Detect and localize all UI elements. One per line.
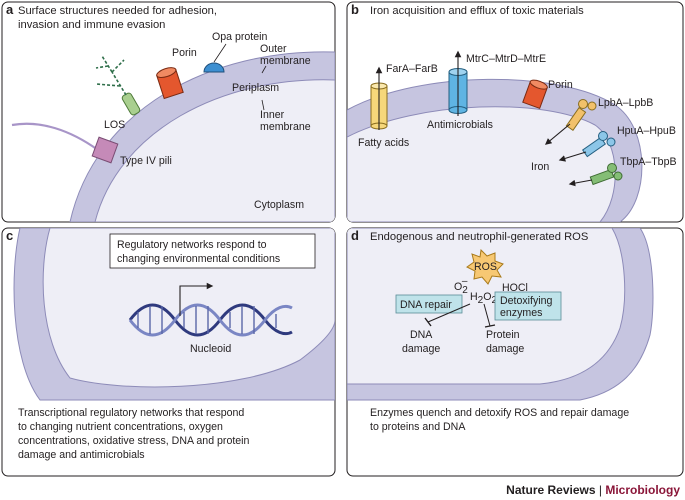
hydrogen-peroxide-label: H2O2 xyxy=(470,291,497,306)
farab-label: FarA–FarB xyxy=(386,63,438,75)
panel-d-title: Endogenous and neutrophil-generated ROS xyxy=(370,231,588,243)
panel-a-cell xyxy=(69,51,335,222)
porin-a-label: Porin xyxy=(172,47,197,59)
protein-damage-label-2: damage xyxy=(486,343,524,355)
iron-label: Iron xyxy=(531,161,549,173)
dna-damage-label-1: DNA xyxy=(410,329,433,341)
fatty-acids-label: Fatty acids xyxy=(358,137,409,149)
transcription-start-arrow xyxy=(179,282,214,316)
pilus-fibre xyxy=(11,122,99,151)
h2o2-sub2: 2 xyxy=(491,295,497,306)
hocl-label: HOCl xyxy=(502,282,528,294)
dna-damage-label-2: damage xyxy=(402,343,440,355)
panel-b: b Iron acquisition and efflux of toxic m… xyxy=(346,1,684,223)
detoxifying-enzymes-box xyxy=(494,291,562,321)
mtr-label: MtrC–MtrD–MtrE xyxy=(466,53,546,65)
pili-icon xyxy=(91,136,119,164)
panel-d-letter: d xyxy=(351,228,359,243)
outer-membrane-leader xyxy=(261,65,267,74)
panel-b-cell xyxy=(347,78,643,222)
dna-helix-icon xyxy=(128,303,293,337)
detox-label-line1: Detoxifying xyxy=(500,295,553,307)
regulatory-callout-box xyxy=(109,233,316,269)
inner-membrane-label-2: membrane xyxy=(260,121,311,133)
journal-credit: Nature Reviews | Microbiology xyxy=(506,483,680,497)
inner-membrane-label-1: Inner xyxy=(260,109,285,121)
superoxide-label: O2– xyxy=(454,276,468,296)
los-label: LOS xyxy=(104,119,125,131)
cytoplasm-label: Cytoplasm xyxy=(254,199,304,211)
ros-star-icon xyxy=(466,248,504,285)
hpu-label: HpuA–HpuB xyxy=(617,125,676,137)
superoxide-superscript: – xyxy=(462,276,468,287)
panel-a-title-line1: Surface structures needed for adhesion, xyxy=(18,5,217,17)
dna-damage-inhibition-bar xyxy=(424,317,432,327)
nucleoid-label: Nucleoid xyxy=(190,343,231,355)
panel-d-footer-line1: Enzymes quench and detoxify ROS and repa… xyxy=(370,407,629,419)
panel-d: d Endogenous and neutrophil-generated RO… xyxy=(346,227,684,477)
journal-section: Microbiology xyxy=(605,483,680,497)
periplasm-label: Periplasm xyxy=(232,82,279,94)
tbp-label: TbpA–TbpB xyxy=(620,156,677,168)
hpu-iron-arrow xyxy=(558,151,587,162)
h2o2-o: O xyxy=(483,291,491,303)
protein-damage-inhibition-line xyxy=(483,303,491,327)
panel-c-footer-line4: damage and antimicrobials xyxy=(18,449,145,461)
protein-damage-label-1: Protein xyxy=(486,329,520,341)
opa-leader xyxy=(213,43,227,63)
h2o2-sub1: 2 xyxy=(478,295,484,306)
opa-label: Opa protein xyxy=(212,31,267,43)
tbp-receptor-icon xyxy=(589,163,623,186)
inner-membrane-leader xyxy=(261,99,265,111)
antimicrobials-label: Antimicrobials xyxy=(427,119,493,131)
panel-c-footer-line3: concentrations, oxidative stress, DNA an… xyxy=(18,435,250,447)
lpb-label: LpbA–LpbB xyxy=(598,97,653,109)
panel-a-letter: a xyxy=(6,2,14,17)
dna-repair-label: DNA repair xyxy=(400,299,452,311)
outer-membrane-label-1: Outer xyxy=(260,43,287,55)
detox-label-line2: enzymes xyxy=(500,307,542,319)
panel-d-footer-line2: to proteins and DNA xyxy=(370,421,466,433)
superoxide-o: O xyxy=(454,281,462,293)
tbp-iron-arrow xyxy=(568,179,593,187)
panel-c-letter: c xyxy=(6,228,13,243)
porin-a-icon xyxy=(156,67,184,100)
regulatory-callout-line1: Regulatory networks respond to xyxy=(117,239,267,251)
ros-label: ROS xyxy=(474,261,497,273)
h2o2-h: H xyxy=(470,291,478,303)
panel-a: a Surface structures needed for adhesion… xyxy=(1,1,336,223)
los-icon xyxy=(95,55,141,116)
panel-a-title-line2: invasion and immune evasion xyxy=(18,19,165,31)
dna-repair-box xyxy=(395,294,463,314)
panel-c-footer-line2: to changing nutrient concentrations, oxy… xyxy=(18,421,223,433)
panel-b-letter: b xyxy=(351,2,359,17)
hpu-receptor-icon xyxy=(581,131,616,158)
credit-separator: | xyxy=(596,483,606,497)
lpb-iron-arrow xyxy=(544,123,571,145)
outer-membrane-label-2: membrane xyxy=(260,55,311,67)
pili-label: Type IV pili xyxy=(120,155,172,167)
porin-b-icon xyxy=(522,79,548,110)
panel-b-title: Iron acquisition and efflux of toxic mat… xyxy=(370,5,584,17)
dna-damage-inhibition-line xyxy=(427,303,471,323)
journal-name: Nature Reviews xyxy=(506,483,596,497)
panel-c-footer-line1: Transcriptional regulatory networks that… xyxy=(18,407,244,419)
lpb-receptor-icon xyxy=(565,99,597,132)
superoxide-subscript: 2 xyxy=(462,285,468,296)
panel-c: c Regulatory networks respond to changin… xyxy=(1,227,336,477)
protein-damage-inhibition-bar xyxy=(484,324,496,328)
porin-b-label: Porin xyxy=(548,79,573,91)
opa-protein-icon xyxy=(203,62,225,73)
regulatory-callout-line2: changing environmental conditions xyxy=(117,253,280,265)
